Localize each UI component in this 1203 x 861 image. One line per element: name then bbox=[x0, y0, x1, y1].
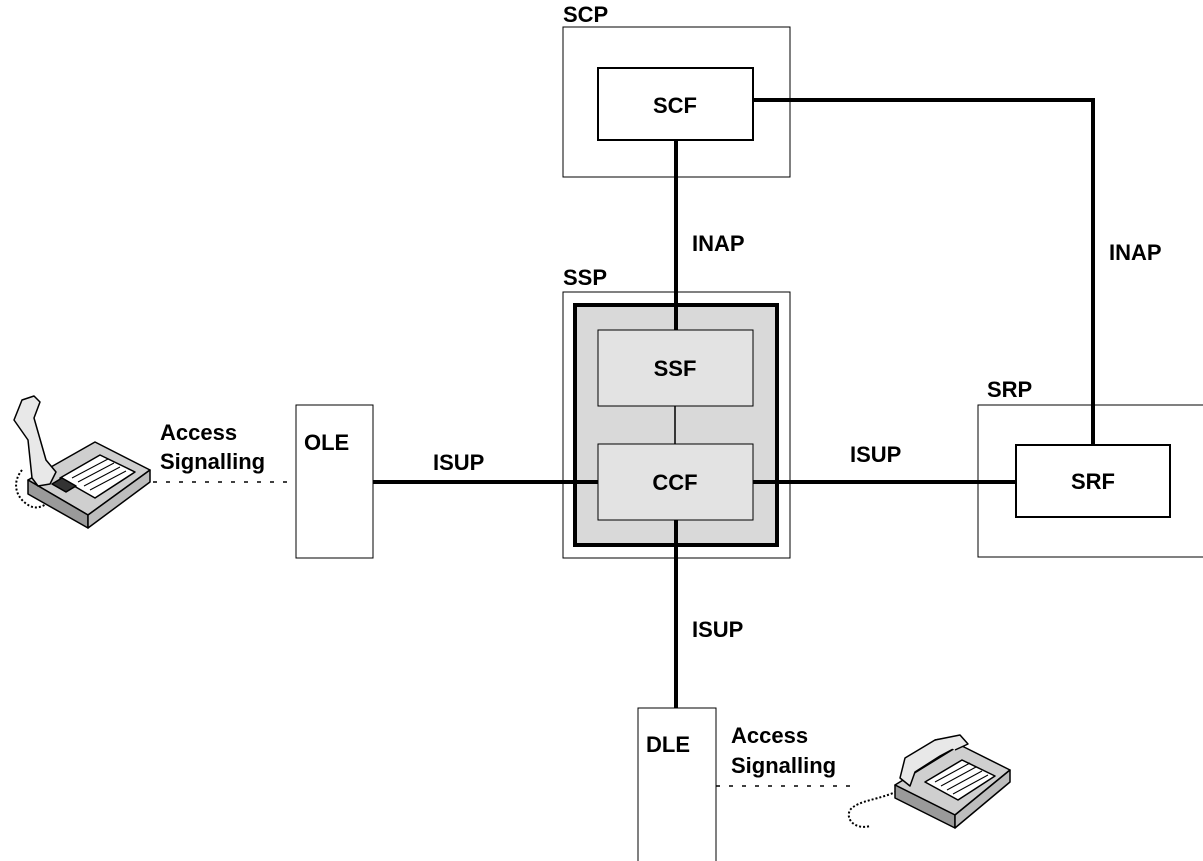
ssp-label: SSP bbox=[563, 265, 607, 290]
label-inap-scf-ssf: INAP bbox=[692, 231, 745, 256]
ccf-label: CCF bbox=[652, 470, 697, 495]
ssf-label: SSF bbox=[654, 356, 697, 381]
right-access-label-line1: Access bbox=[731, 723, 808, 748]
ole-box bbox=[296, 405, 373, 558]
label-isup-ccf-dle: ISUP bbox=[692, 617, 743, 642]
dle-box bbox=[638, 708, 716, 861]
scf-label: SCF bbox=[653, 93, 697, 118]
srp-label: SRP bbox=[987, 377, 1032, 402]
label-inap-scf-srf: INAP bbox=[1109, 240, 1162, 265]
link-scf-srf bbox=[753, 100, 1093, 445]
srf-label: SRF bbox=[1071, 469, 1115, 494]
dle-label: DLE bbox=[646, 732, 690, 757]
right-telephone-icon bbox=[849, 735, 1010, 828]
right-access-label-line2: Signalling bbox=[731, 753, 836, 778]
scp-label: SCP bbox=[563, 2, 608, 27]
label-isup-ole-ccf: ISUP bbox=[433, 450, 484, 475]
left-access-label-line2: Signalling bbox=[160, 449, 265, 474]
label-isup-ccf-srf: ISUP bbox=[850, 442, 901, 467]
ole-label: OLE bbox=[304, 430, 349, 455]
left-access-label-line1: Access bbox=[160, 420, 237, 445]
left-telephone-icon bbox=[14, 396, 150, 528]
